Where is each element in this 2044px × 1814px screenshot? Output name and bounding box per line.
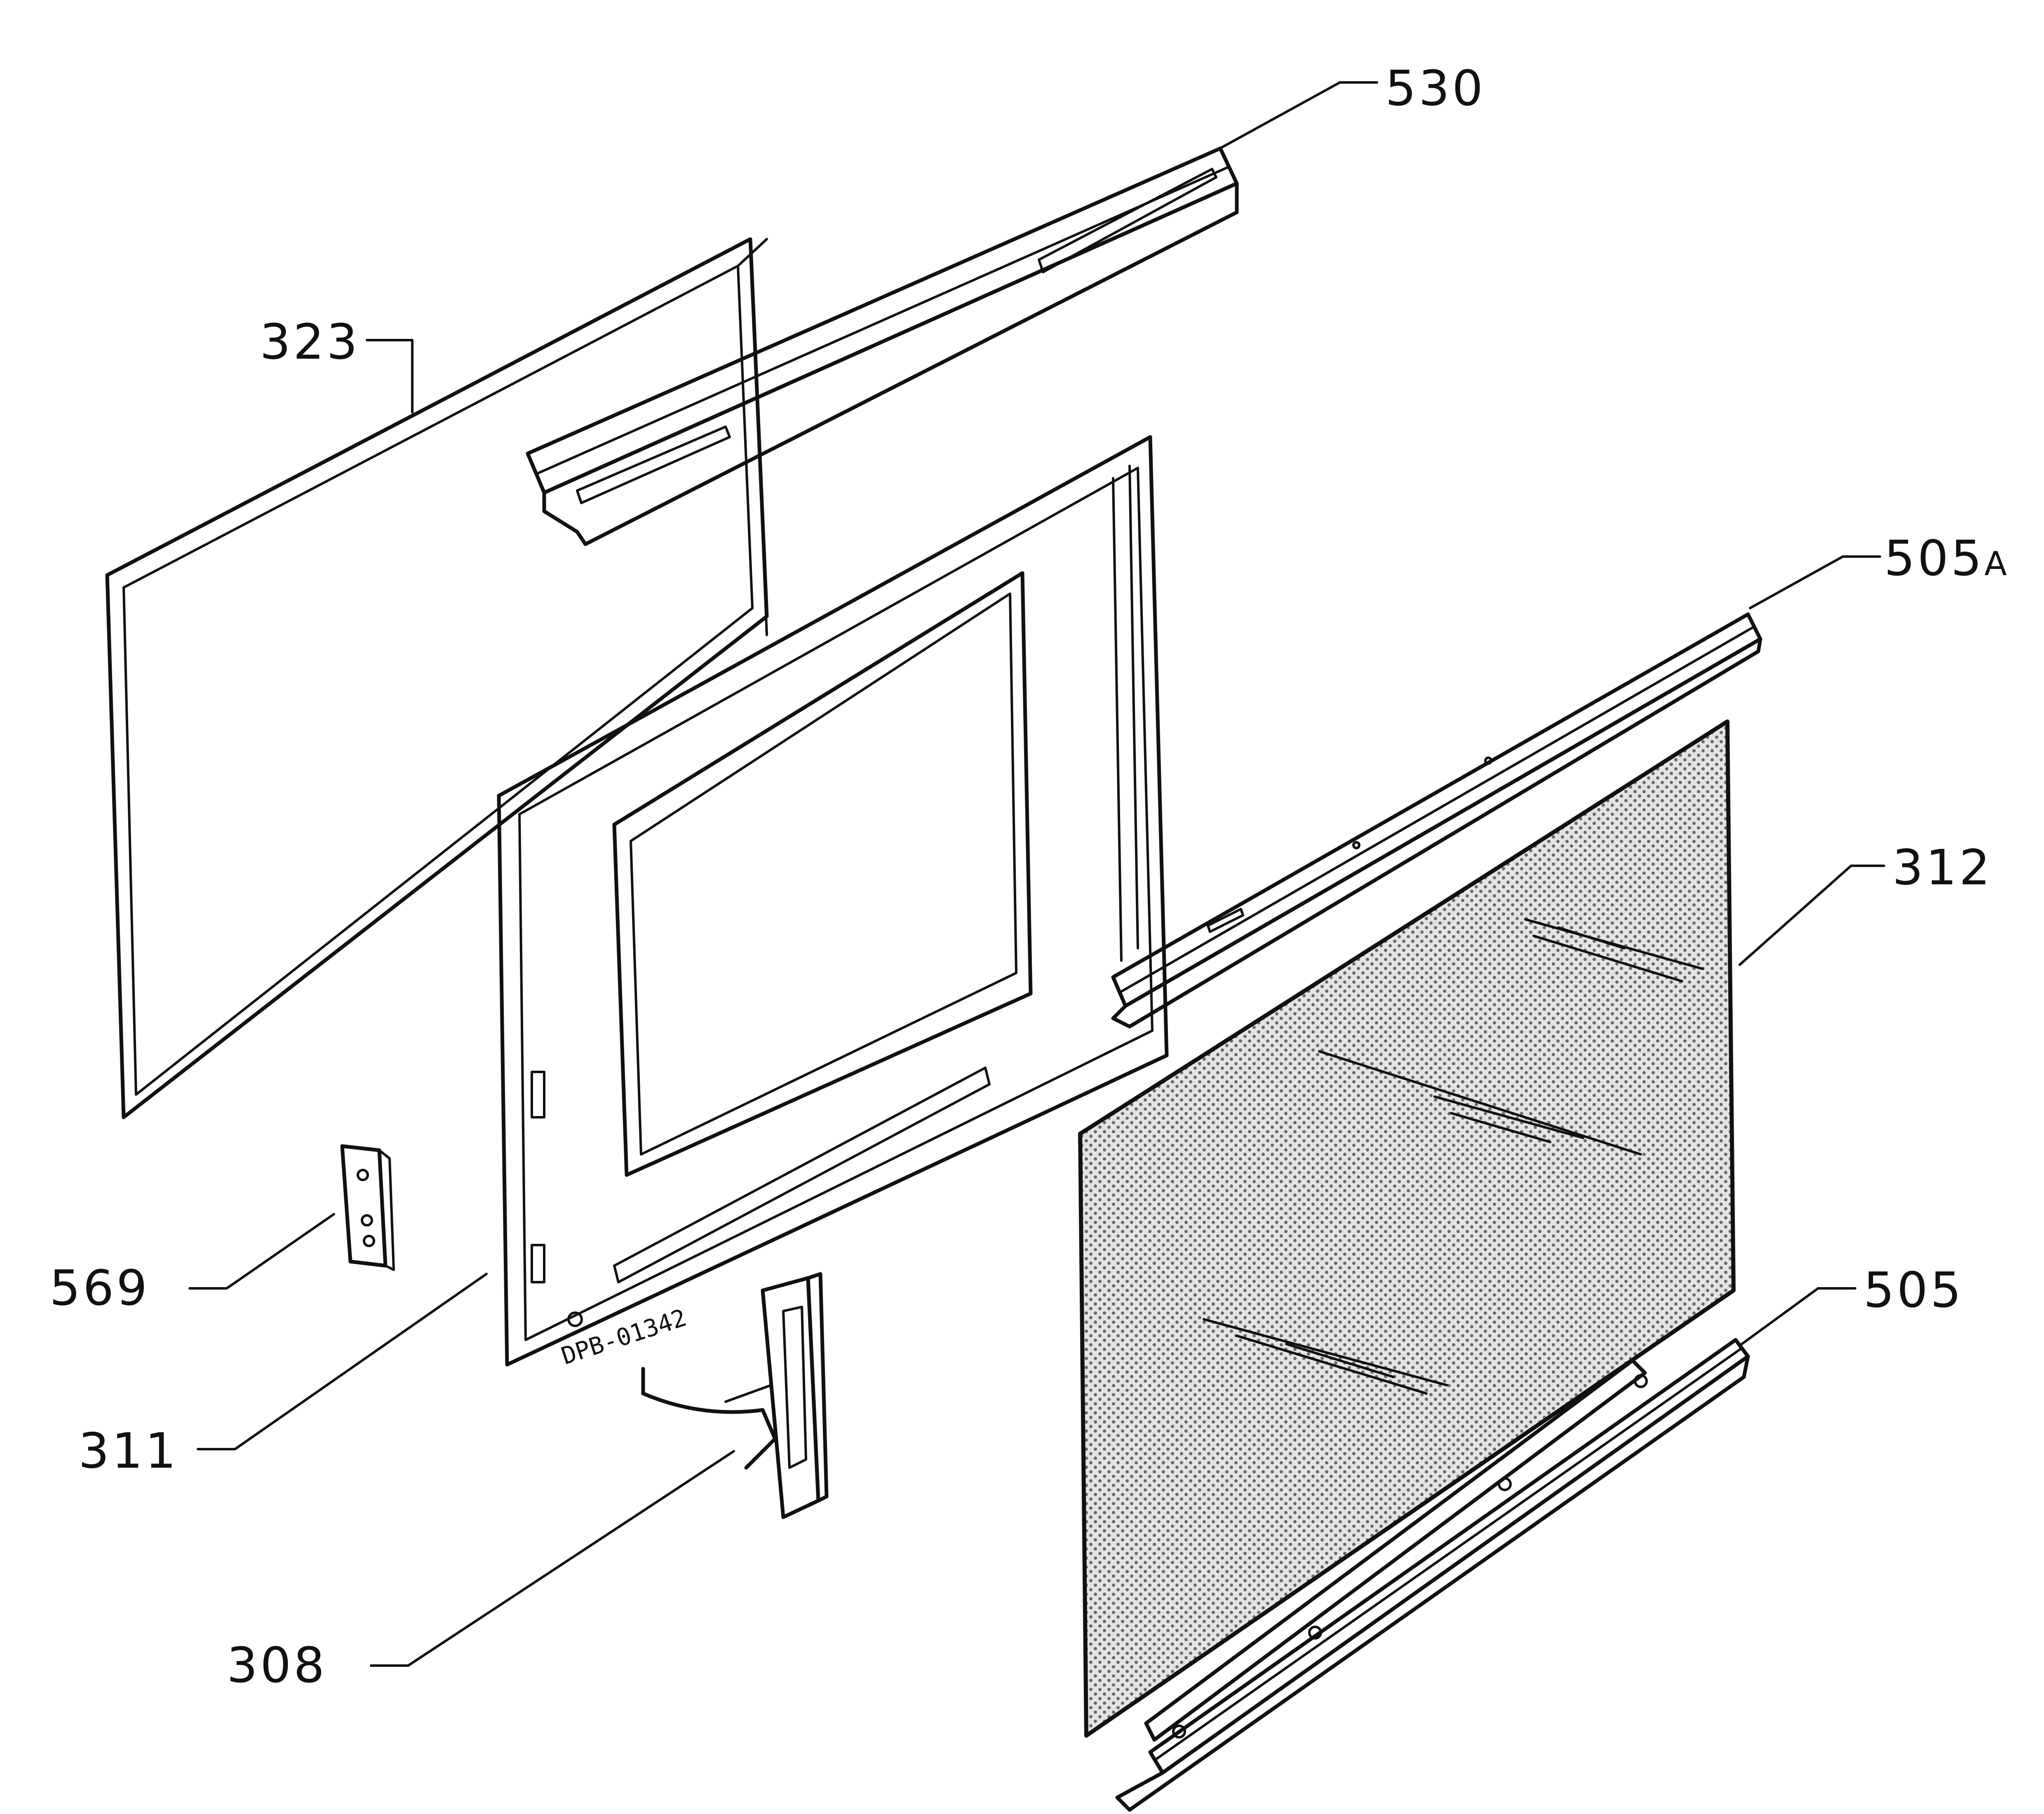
leader-311 <box>197 1273 488 1450</box>
callout-569: 569 <box>49 1259 150 1316</box>
callout-530: 530 <box>1385 60 1485 117</box>
leader-312 <box>1739 865 1885 966</box>
leader-505A <box>1749 555 1881 609</box>
upper-glass-rail <box>1111 612 1762 1029</box>
callout-308: 308 <box>227 1637 327 1694</box>
leader-lines <box>188 81 1885 1667</box>
leader-530 <box>1215 81 1378 152</box>
lower-glass-rail <box>1115 1338 1750 1812</box>
leader-505 <box>1741 1287 1856 1345</box>
outer-door-glass <box>1078 719 1736 1738</box>
callout-505A-suffix: A <box>1984 545 2009 583</box>
door-catch-plate <box>340 1144 395 1271</box>
leader-569 <box>188 1213 335 1290</box>
callout-505A-number: 505 <box>1884 530 1984 587</box>
door-hinge <box>641 1272 829 1519</box>
inner-door-frame <box>497 435 1169 1367</box>
callout-311: 311 <box>78 1422 179 1479</box>
leader-308 <box>370 1450 735 1667</box>
callout-312: 312 <box>1892 839 1992 896</box>
top-trim-profile <box>526 146 1239 636</box>
callout-323: 323 <box>260 313 360 370</box>
callout-505: 505 <box>1863 1262 1964 1318</box>
door-seal-gasket <box>105 237 769 1119</box>
leader-323 <box>366 339 413 414</box>
callout-505A: 505A <box>1884 530 2009 587</box>
